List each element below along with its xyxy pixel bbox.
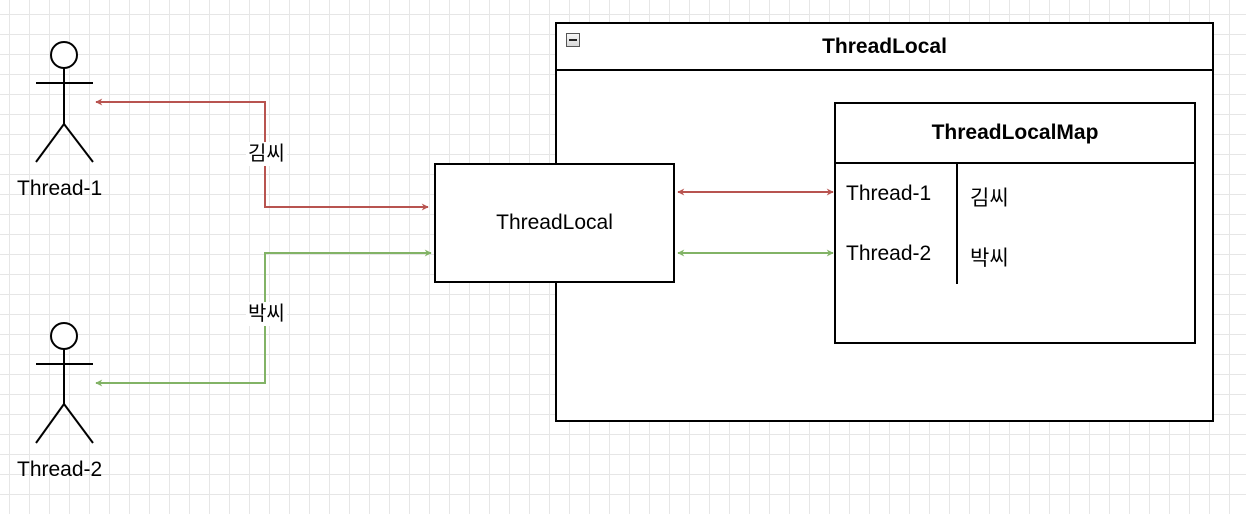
- map-row-1-key: Thread-1: [846, 182, 932, 205]
- map-row-2-value: 박씨: [970, 247, 1009, 270]
- threadlocal-box[interactable]: ThreadLocal: [434, 163, 675, 283]
- actor-thread2-icon[interactable]: [35, 322, 94, 444]
- threadlocal-box-label: ThreadLocal: [496, 211, 613, 234]
- collapse-icon[interactable]: [566, 33, 580, 47]
- map-title: ThreadLocalMap: [836, 104, 1194, 164]
- threadlocalmap-table[interactable]: ThreadLocalMap Thread-1 김씨 Thread-2 박씨: [834, 102, 1196, 344]
- map-row-1-value: 김씨: [970, 187, 1009, 210]
- map-column-divider: [956, 164, 958, 284]
- actor-thread2-label: Thread-2: [17, 458, 103, 481]
- actor-thread1-label: Thread-1: [17, 177, 103, 200]
- edge-label-thread1: 김씨: [246, 142, 287, 166]
- container-title: ThreadLocal: [557, 24, 1212, 71]
- edge-label-thread2: 박씨: [246, 302, 287, 326]
- actor-thread1-icon[interactable]: [35, 41, 94, 163]
- map-row-2-key: Thread-2: [846, 242, 932, 265]
